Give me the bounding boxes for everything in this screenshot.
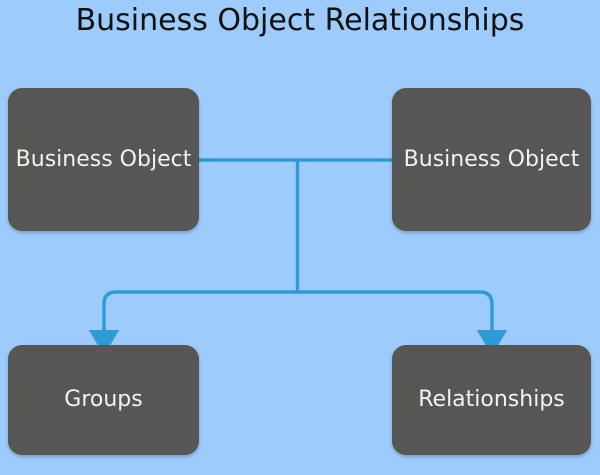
node-label: Business Object xyxy=(15,146,192,172)
node-business-object-right[interactable]: Business Object xyxy=(392,88,591,231)
node-groups[interactable]: Groups xyxy=(8,345,199,455)
node-label: Business Object xyxy=(403,146,580,172)
node-business-object-left[interactable]: Business Object xyxy=(8,88,199,231)
connector-to-groups xyxy=(88,290,298,356)
connector-to-relationships xyxy=(297,290,508,356)
node-label: Relationships xyxy=(418,387,565,412)
page-title: Business Object Relationships xyxy=(75,3,525,38)
node-relationships[interactable]: Relationships xyxy=(392,345,591,455)
node-label: Groups xyxy=(64,387,143,412)
